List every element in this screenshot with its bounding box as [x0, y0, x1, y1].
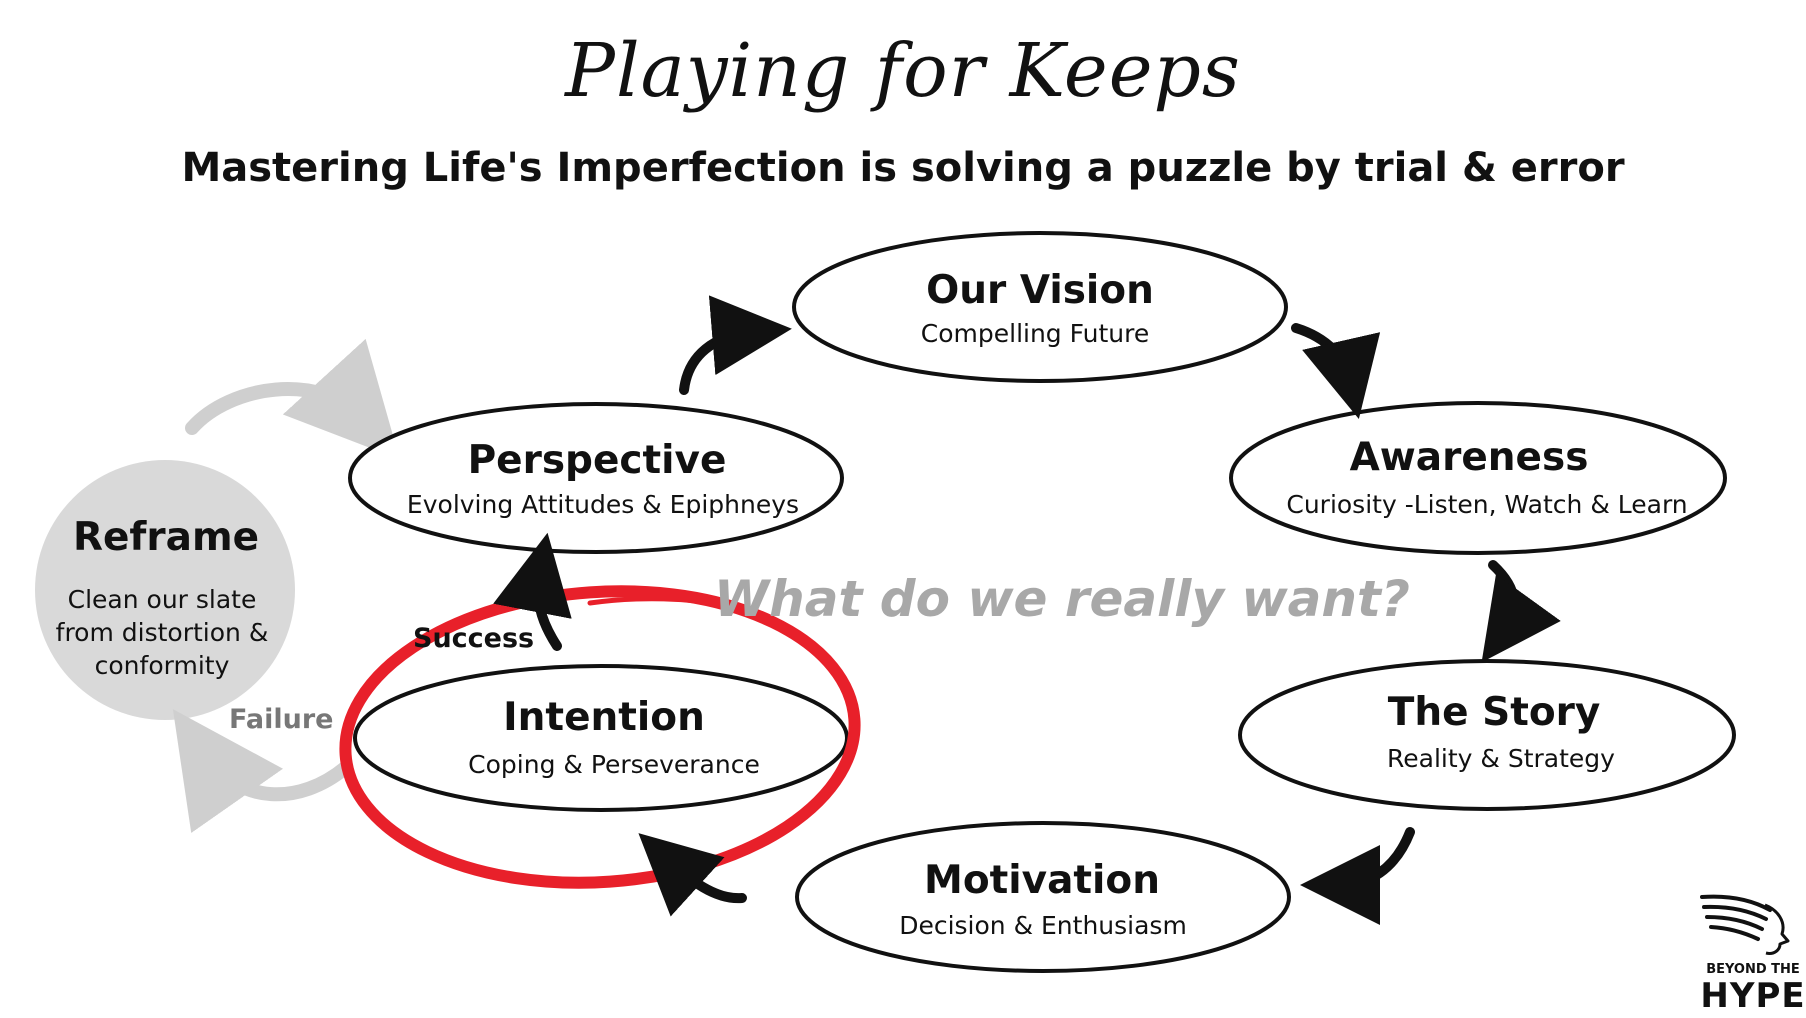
failure-label: Failure [229, 704, 334, 735]
reframe-description: Clean our slate from distortion & confor… [55, 585, 269, 680]
perspective-subtitle: Evolving Attitudes & Epiphneys [406, 490, 800, 519]
beyond-the-hype-logo-mark [1700, 894, 1790, 955]
arrow-story-to-motivation [1300, 827, 1415, 925]
story-ellipse [1238, 659, 1736, 811]
intention-ellipse [353, 664, 849, 812]
intention-title: Intention [503, 695, 705, 740]
perspective-title: Perspective [467, 438, 727, 483]
brand-top-line: BEYOND THE [1706, 962, 1800, 977]
highlight-ring [339, 585, 861, 889]
highlight-ring-tail [587, 596, 733, 609]
arrow-motivation-to-intention [638, 833, 747, 917]
intention-subtitle: Coping & Perseverance [468, 750, 760, 779]
motivation-ellipse [795, 821, 1291, 973]
central-question: What do we really want? [714, 570, 1410, 628]
success-label: Success [413, 623, 535, 654]
vision-subtitle: Compelling Future [920, 319, 1150, 348]
arrow-vision-to-awareness [1291, 323, 1381, 420]
vision-ellipse [792, 231, 1288, 383]
arrow-perspective-to-vision [679, 295, 792, 395]
story-subtitle: Reality & Strategy [1387, 744, 1615, 773]
awareness-subtitle: Curiosity -Listen, Watch & Learn [1286, 490, 1688, 519]
motivation-subtitle: Decision & Enthusiasm [899, 911, 1187, 940]
vision-title: Our Vision [926, 268, 1154, 313]
awareness-title: Awareness [1349, 435, 1589, 480]
arrow-intention-to-perspective [493, 532, 572, 651]
awareness-ellipse [1229, 401, 1727, 555]
script-title: Playing for Keeps [565, 28, 1241, 114]
reframe-title: Reframe [72, 515, 260, 560]
brand-bottom-line: HYPE [1700, 976, 1806, 1016]
arrow-awareness-to-story [1481, 560, 1561, 663]
failure-arrow [172, 709, 352, 834]
story-title: The Story [1387, 690, 1601, 735]
reframe-circle [35, 460, 295, 720]
return-arrow-top [185, 338, 400, 460]
perspective-ellipse [348, 402, 844, 554]
page-subtitle: Mastering Life's Imperfection is solving… [181, 145, 1625, 191]
motivation-title: Motivation [924, 858, 1160, 903]
